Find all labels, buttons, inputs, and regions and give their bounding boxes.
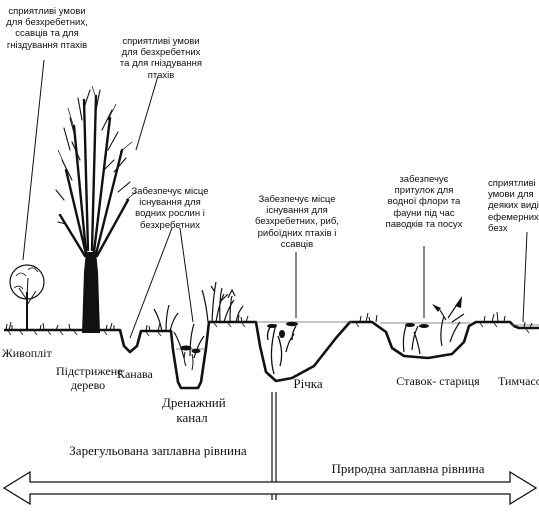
ditch-label: Канава bbox=[117, 367, 153, 381]
river-label: Річка bbox=[293, 376, 323, 391]
oxbow-leaves-icon bbox=[405, 296, 462, 328]
river-leaves-icon bbox=[267, 321, 298, 338]
hedge-label: Живопліт bbox=[2, 346, 52, 360]
floodplain-arrow bbox=[2, 470, 538, 506]
oxbow-lake-label: Ставок- стариця bbox=[396, 374, 480, 388]
pollard-tree-label: Підстрижене дерево bbox=[56, 364, 123, 393]
oxbow-plants-icon bbox=[402, 305, 465, 355]
leader-hedge bbox=[22, 59, 45, 261]
leader-ditch-a bbox=[129, 227, 173, 339]
leader-temporary bbox=[522, 231, 528, 323]
leader-lines bbox=[22, 59, 528, 339]
tree-habitat-note: сприятливі умови для безхребетних та для… bbox=[119, 36, 203, 81]
reeds-icon bbox=[153, 281, 244, 359]
river-habitat-note: Забезпечує місце існування для безхребет… bbox=[255, 194, 339, 250]
oxbow-habitat-note: забезпечує притулок для водної флори та … bbox=[385, 174, 463, 230]
natural-floodplain-label: Природна заплавна рівнина bbox=[331, 461, 485, 476]
hedge-icon bbox=[9, 264, 45, 331]
leader-ditch-b bbox=[179, 227, 194, 323]
leader-tree bbox=[135, 75, 159, 151]
temporary-habitat-note: сприятливі умови для деяких видів ефемер… bbox=[488, 178, 539, 234]
temporary-pond-label: Тимчасові bbox=[498, 374, 539, 388]
river-plants-icon bbox=[266, 323, 297, 375]
hedge-habitat-note: сприятливі умови для безхребетних, ссавц… bbox=[6, 6, 88, 51]
ground-profile bbox=[4, 320, 539, 390]
drainage-canal-label: Дренажний канал bbox=[162, 395, 226, 426]
canal-plants-icon bbox=[180, 345, 201, 371]
ground-hatching bbox=[7, 322, 530, 337]
ditch-habitat-note: Забезпечує місце існування для водних ро… bbox=[131, 186, 209, 231]
regulated-floodplain-label: Зарегульована заплавна рівнина bbox=[69, 443, 247, 458]
grass-tufts bbox=[5, 311, 533, 332]
pollard-tree-icon bbox=[55, 85, 137, 333]
